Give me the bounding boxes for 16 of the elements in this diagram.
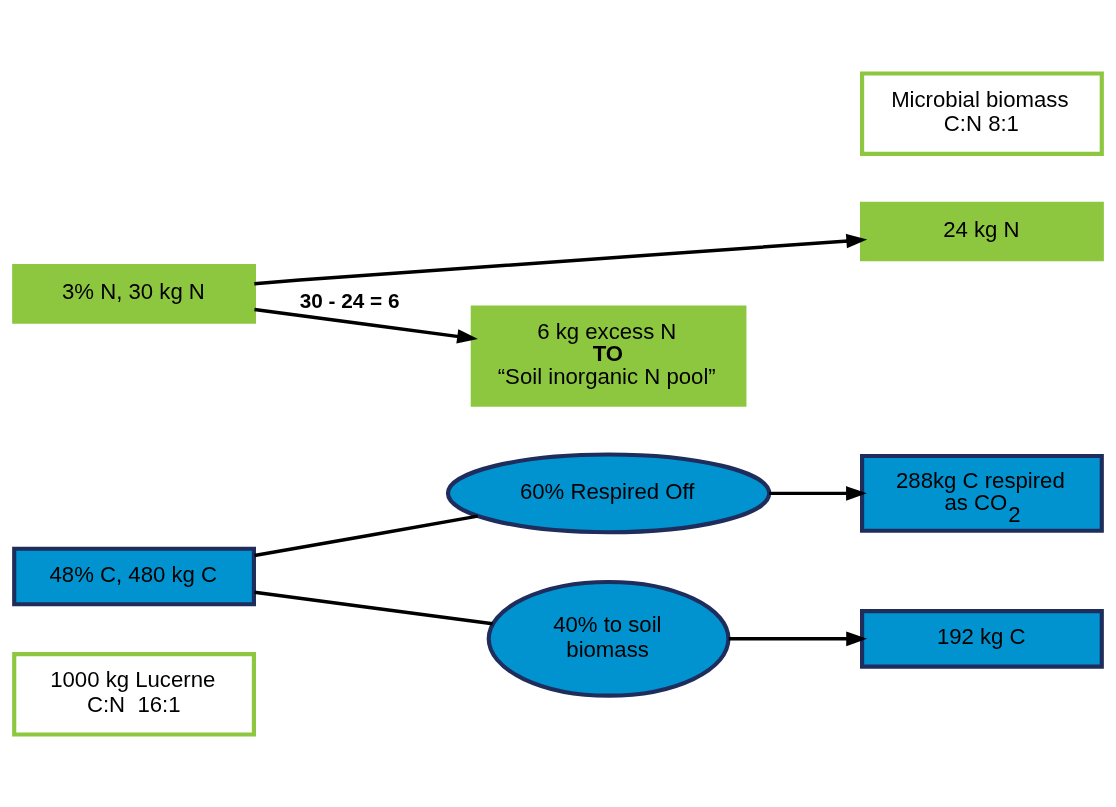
connector (254, 513, 479, 557)
node-ellipse: 40% to soil biomass (486, 579, 731, 698)
node-ellipse: 60% Respired Off (445, 451, 772, 534)
node-box: 48% C, 480 kg C (12, 546, 256, 606)
node-box: 24 kg N (860, 201, 1104, 261)
node-box: 6 kg excess N TO “Soil inorganic N pool” (470, 305, 747, 407)
arrow (769, 485, 867, 501)
arrow (728, 631, 868, 646)
edge-label: 30 - 24 = 6 (299, 288, 400, 312)
node-box: 1000 kg Lucerne C:N 16:1 (12, 651, 256, 737)
node-box: 192 kg C (860, 608, 1104, 669)
node-box: 3% N, 30 kg N (12, 263, 256, 324)
connector (254, 590, 493, 625)
arrow (254, 233, 868, 286)
arrow (254, 307, 478, 344)
node-box: Microbial biomass C:N 8:1 (860, 70, 1104, 156)
